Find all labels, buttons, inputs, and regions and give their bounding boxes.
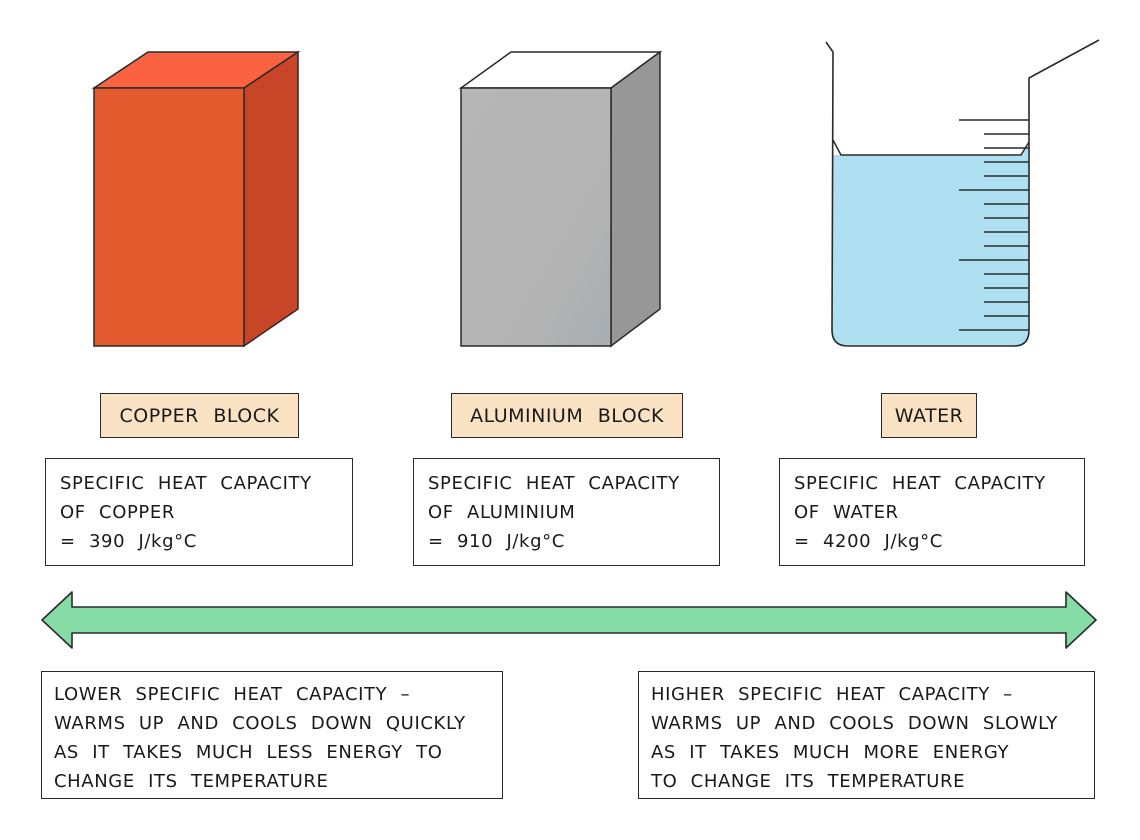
- beaker-graduation-marks: [959, 119, 1029, 331]
- higher-summary-line-1: HIGHER SPECIFIC HEAT CAPACITY –: [651, 684, 1013, 705]
- lower-summary-line-4: CHANGE ITS TEMPERATURE: [54, 771, 329, 792]
- aluminium-info-box: SPECIFIC HEAT CAPACITY OF ALUMINIUM = 91…: [413, 458, 720, 566]
- water-info-line-2: OF WATER: [794, 502, 899, 523]
- aluminium-block-illustration: [458, 50, 663, 348]
- lower-capacity-summary-box: LOWER SPECIFIC HEAT CAPACITY – WARMS UP …: [41, 671, 503, 799]
- double-arrow-icon: [41, 591, 1097, 649]
- water-info-line-1: SPECIFIC HEAT CAPACITY: [794, 473, 1046, 494]
- copper-info-line-2: OF COPPER: [60, 502, 175, 523]
- lower-summary-line-3: AS IT TAKES MUCH LESS ENERGY TO: [54, 742, 443, 763]
- aluminium-block-label: ALUMINIUM BLOCK: [451, 393, 683, 438]
- aluminium-info-value: = 910 J/kg°C: [428, 531, 565, 552]
- lower-summary-line-1: LOWER SPECIFIC HEAT CAPACITY –: [54, 684, 411, 705]
- water-info-value: = 4200 J/kg°C: [794, 531, 943, 552]
- copper-info-line-1: SPECIFIC HEAT CAPACITY: [60, 473, 312, 494]
- water-info-box: SPECIFIC HEAT CAPACITY OF WATER = 4200 J…: [779, 458, 1085, 566]
- lower-summary-line-2: WARMS UP AND COOLS DOWN QUICKLY: [54, 713, 466, 734]
- aluminium-info-line-1: SPECIFIC HEAT CAPACITY: [428, 473, 680, 494]
- water-label: WATER: [881, 393, 977, 438]
- copper-block-illustration: [91, 50, 301, 348]
- aluminium-info-line-2: OF ALUMINIUM: [428, 502, 576, 523]
- copper-info-box: SPECIFIC HEAT CAPACITY OF COPPER = 390 J…: [45, 458, 353, 566]
- water-beaker-illustration: [825, 39, 1100, 347]
- copper-info-value: = 390 J/kg°C: [60, 531, 197, 552]
- copper-block-label: COPPER BLOCK: [100, 393, 299, 438]
- higher-summary-line-2: WARMS UP AND COOLS DOWN SLOWLY: [651, 713, 1058, 734]
- higher-capacity-summary-box: HIGHER SPECIFIC HEAT CAPACITY – WARMS UP…: [638, 671, 1095, 799]
- higher-summary-line-4: TO CHANGE ITS TEMPERATURE: [651, 771, 966, 792]
- higher-summary-line-3: AS IT TAKES MUCH MORE ENERGY: [651, 742, 1010, 763]
